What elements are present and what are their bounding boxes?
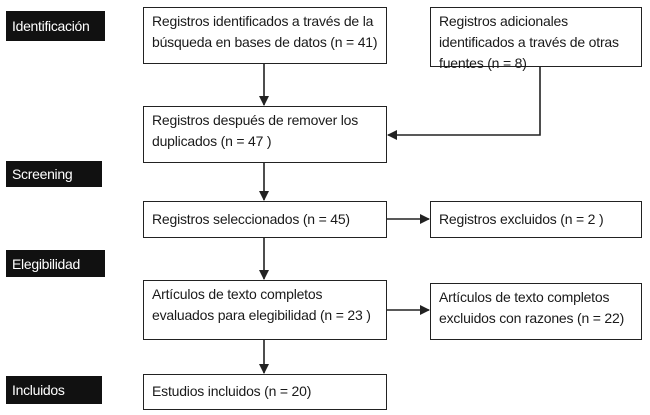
box-records-excluded: Registros excluidos (n = 2 ): [430, 201, 642, 238]
stage-label-included: Incluidos: [6, 376, 102, 404]
box-included-studies: Estudios incluidos (n = 20): [143, 374, 387, 410]
box-records-screened: Registros seleccionados (n = 45): [143, 201, 387, 238]
box-fulltext-assessed: Artículos de texto completos evaluados p…: [143, 280, 387, 340]
box-fulltext-excluded: Artículos de texto completos excluidos c…: [430, 283, 642, 340]
stage-label-identification: Identificación: [6, 11, 105, 41]
arrow-other-to-dedup: [387, 67, 541, 140]
box-database-records: Registros identificados a través de la b…: [143, 7, 387, 64]
box-other-sources-records: Registros adicionales identificados a tr…: [430, 7, 642, 71]
box-records-after-duplicates: Registros después de remover los duplica…: [143, 106, 387, 163]
stage-label-screening: Screening: [6, 161, 102, 187]
stage-label-eligibility: Elegibilidad: [6, 250, 105, 277]
